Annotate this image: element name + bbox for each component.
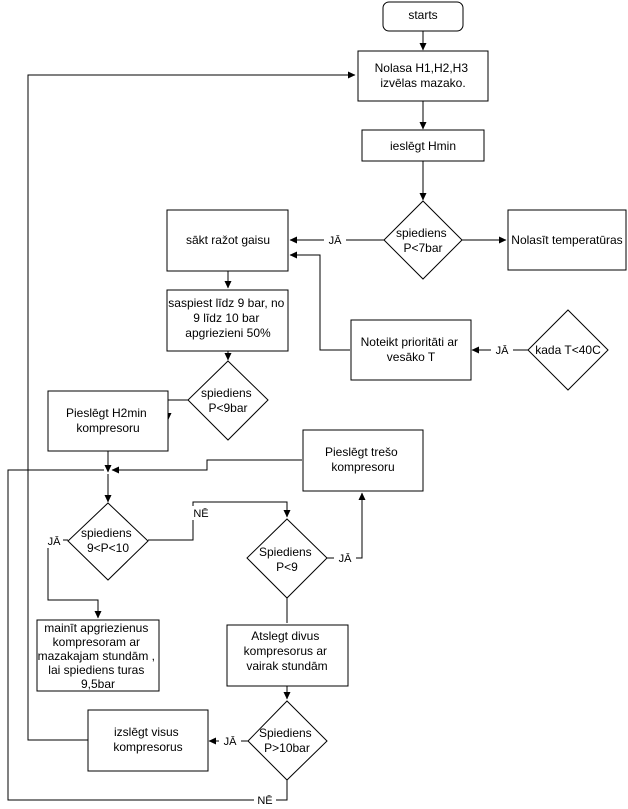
edge-stop-to-read bbox=[27, 71, 356, 741]
svg-text:Pieslēgt trešo kompresor: Pieslēgt trešo kompresoru bbox=[325, 445, 401, 474]
svg-text:starts: starts bbox=[408, 8, 437, 22]
node-check-p9: Spiediens P<9 bbox=[246, 518, 328, 599]
node-check-p7: spiediens P<7bar bbox=[383, 200, 463, 280]
svg-text:Atslegt divus kompresoru: Atslegt divus kompresorus ar vairak stun… bbox=[244, 629, 331, 673]
svg-text:spiediens P<7bar: spiediens P<7bar bbox=[396, 226, 450, 255]
node-h2min: Pieslēgt H2min kompresoru bbox=[47, 390, 169, 452]
svg-text:Nolasīt temperatūras: Nolasīt temperatūras bbox=[511, 233, 622, 247]
node-read-h: Nolasa H1,H2,H3 izvēlas mazako. bbox=[357, 50, 489, 102]
svg-text:spiediens 9<P<10: spiediens 9<P<10 bbox=[81, 526, 135, 555]
svg-text:Pieslēgt H2min kompresor: Pieslēgt H2min kompresoru bbox=[66, 406, 150, 435]
node-start-gas: sākt ražot gaisu bbox=[166, 209, 289, 272]
label-yes-p10: JĀ bbox=[224, 736, 238, 748]
svg-text:Spiediens P<9: Spiediens P<9 bbox=[259, 545, 315, 574]
node-enable-hmin: ieslēgt Hmin bbox=[361, 129, 485, 162]
edges bbox=[7, 31, 528, 801]
svg-text:saspiest līdz 9 bar, no: saspiest līdz 9 bar, no 9 līdz 10 bar ap… bbox=[168, 296, 287, 340]
label-yes-p9: JĀ bbox=[339, 553, 353, 565]
node-compress: saspiest līdz 9 bar, no 9 līdz 10 bar ap… bbox=[166, 289, 289, 352]
edge-labels: JĀ JĀ JĀ NĒ JĀ JĀ NĒ bbox=[41, 233, 513, 807]
node-switch-two: Atslegt divus kompresorus ar vairak stun… bbox=[226, 624, 349, 687]
edge-check-p9-to-h2min bbox=[164, 399, 188, 421]
edge-9-10-no-to-p9 bbox=[148, 501, 291, 541]
svg-text:ieslēgt Hmin: ieslēgt Hmin bbox=[390, 139, 456, 153]
label-yes-9-10: JĀ bbox=[48, 536, 62, 548]
edge-p9-yes-to-third bbox=[327, 492, 366, 559]
edge-priority-to-gas bbox=[289, 251, 350, 351]
node-read-temp: Nolasīt temperatūras bbox=[507, 209, 627, 271]
svg-text:izslēgt visus kompresoru: izslēgt visus kompresorus bbox=[113, 725, 182, 754]
svg-text:Spiediens P>10bar: Spiediens P>10bar bbox=[259, 726, 315, 755]
edge-third-to-merge bbox=[111, 459, 302, 474]
label-no-p10: NĒ bbox=[257, 795, 272, 807]
node-change-rpm: mainīt apgriezienus kompresoram ar mazak… bbox=[36, 619, 160, 692]
node-check-p10: Spiediens P>10bar bbox=[247, 700, 328, 781]
node-check-9-10: spiediens 9<P<10 bbox=[67, 502, 149, 581]
node-stop-all: izslēgt visus kompresorus bbox=[87, 709, 209, 772]
label-yes-check-p7: JĀ bbox=[329, 235, 343, 247]
svg-text:spiediens P<9bar: spiediens P<9bar bbox=[201, 386, 255, 415]
svg-text:sākt ražot gaisu: sākt ražot gaisu bbox=[186, 233, 270, 247]
node-check-p9bar: spiediens P<9bar bbox=[187, 360, 269, 441]
svg-text:Nolasa H1,H2,H3 izvēlas: Nolasa H1,H2,H3 izvēlas mazako. bbox=[375, 61, 472, 90]
label-yes-t40: JĀ bbox=[496, 345, 510, 357]
node-start: starts bbox=[382, 1, 464, 32]
node-third: Pieslēgt trešo kompresoru bbox=[302, 429, 424, 492]
label-no-9-10: NĒ bbox=[193, 508, 208, 520]
node-check-t40: kada T<40C bbox=[527, 309, 609, 391]
edge-no-loop-to-merge bbox=[7, 469, 288, 801]
svg-text:kada T<40C: kada T<40C bbox=[535, 343, 601, 357]
svg-text:mainīt apgriezienus komp: mainīt apgriezienus kompresoram ar mazak… bbox=[38, 621, 159, 691]
svg-text:Noteikt prioritāti ar ve: Noteikt prioritāti ar vesāko T bbox=[361, 335, 462, 364]
node-priority: Noteikt prioritāti ar vesāko T bbox=[350, 319, 472, 381]
